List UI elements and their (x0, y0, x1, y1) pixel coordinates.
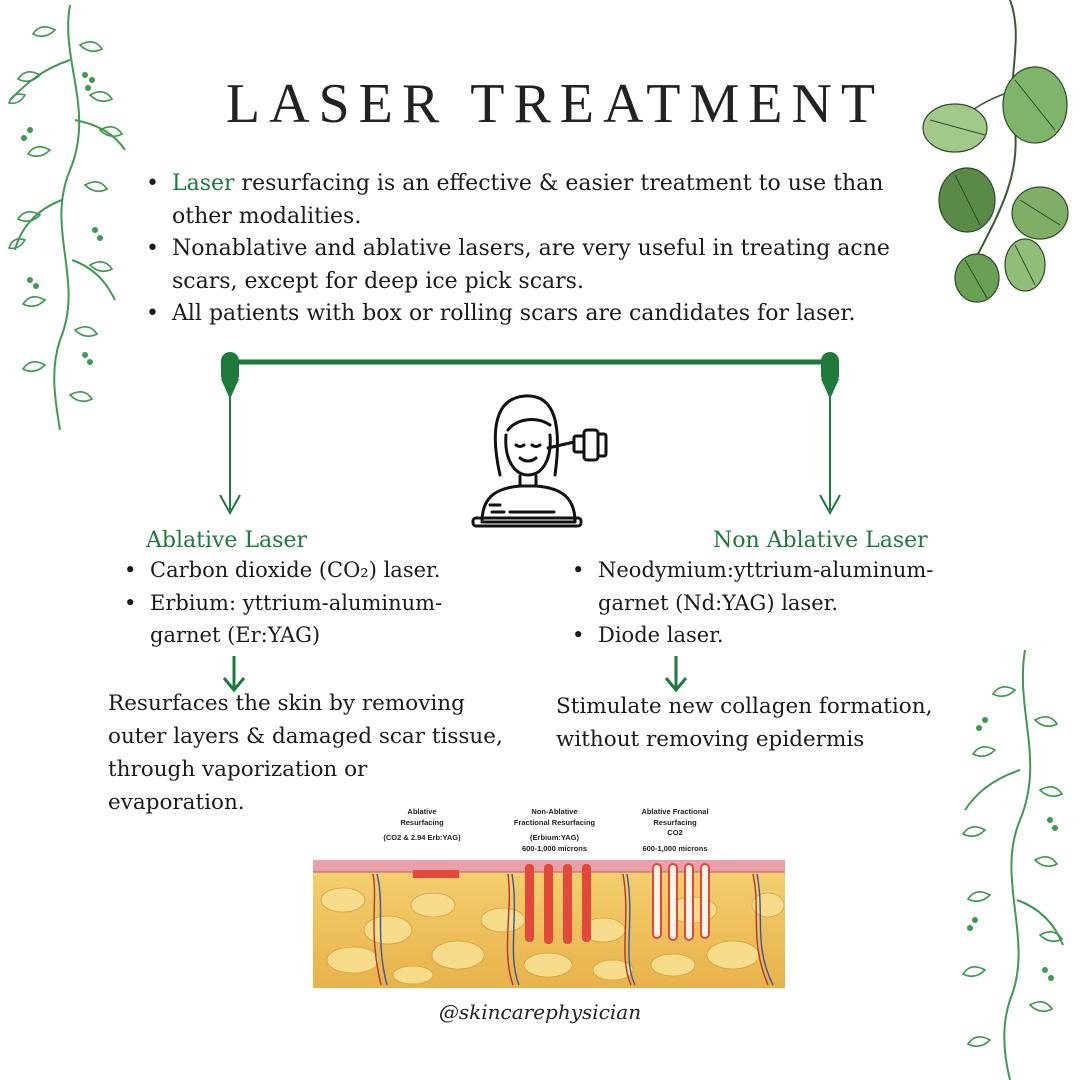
vine-left-icon (7, 4, 126, 431)
skin-cross-section-diagram (313, 860, 785, 988)
intro-item: All patients with box or rolling scars a… (146, 298, 946, 331)
intro-item: Nonablative and ablative lasers, are ver… (146, 233, 946, 298)
ablative-result: Resurfaces the skin by removing outer la… (108, 691, 503, 815)
list-item: Erbium: yttrium-aluminum-garnet (Er:YAG) (124, 587, 504, 652)
ablative-down-arrow-icon (222, 656, 246, 692)
instagram-handle: @skincarephysician (438, 1000, 642, 1024)
vine-right-icon (961, 650, 1064, 1080)
ablative-list: Carbon dioxide (CO₂) laser. Erbium: yttr… (124, 554, 504, 652)
intro-list: Laser resurfacing is an effective & easi… (146, 168, 946, 331)
left-node (221, 352, 239, 399)
diagram-label-ablative-fractional: Ablative Fractional Resurfacing CO2 600-… (641, 807, 709, 853)
non-ablative-result: Stimulate new collagen formation, withou… (556, 694, 933, 752)
woman-laser-icon (471, 394, 608, 528)
diagram-label-non-ablative: Non-Ablative Fractional Resurfacing (Erb… (513, 807, 596, 853)
list-item: Carbon dioxide (CO₂) laser. (124, 554, 504, 587)
non-ablative-list: Neodymium:yttrium-aluminum-garnet (Nd:YA… (572, 554, 992, 652)
list-item: Neodymium:yttrium-aluminum-garnet (Nd:YA… (572, 554, 992, 619)
diagram-label-ablative: Ablative Resurfacing (CO2 & 2.94 Erb:YAG… (383, 807, 461, 842)
ablative-heading: Ablative Laser (146, 528, 307, 553)
page-title: LASER TREATMENT (225, 73, 885, 135)
non-ablative-down-arrow-icon (664, 656, 688, 692)
eucalyptus-branch-icon (922, 0, 1069, 303)
list-item: Diode laser. (572, 619, 992, 652)
intro-item: Laser resurfacing is an effective & easi… (146, 168, 946, 233)
branch-connector (219, 352, 841, 516)
non-ablative-heading: Non Ablative Laser (713, 528, 928, 553)
right-node (821, 352, 839, 399)
